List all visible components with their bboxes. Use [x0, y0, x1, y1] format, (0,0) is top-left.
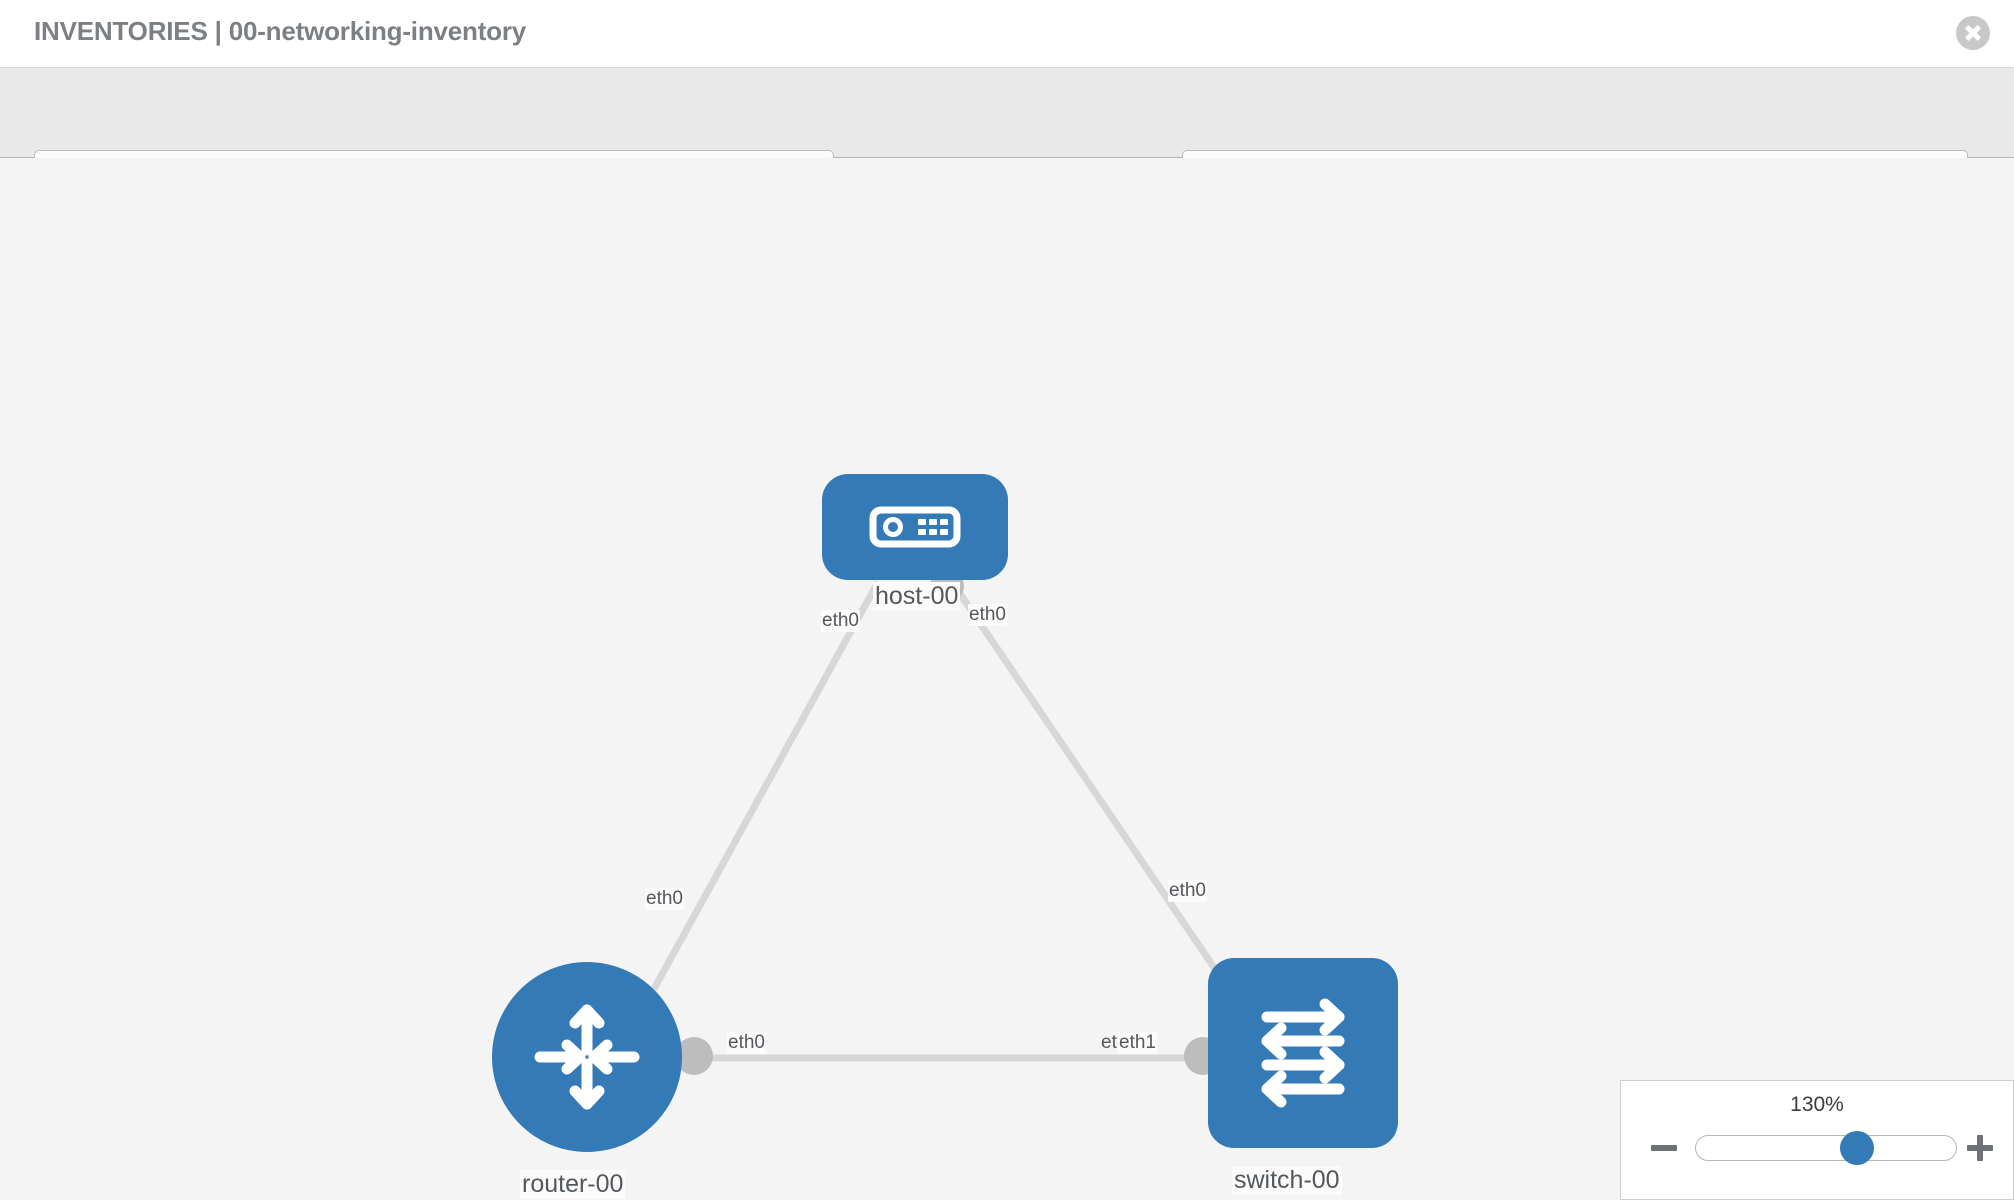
server-icon: [869, 506, 961, 548]
node-host-00-shape[interactable]: [822, 474, 1008, 580]
edge-host-switch[interactable]: [949, 580, 1235, 996]
topology-canvas[interactable]: host-00: [0, 158, 2014, 1200]
zoom-panel: 130%: [1620, 1080, 2014, 1200]
edge-label-switch-left: eth1: [1118, 1032, 1157, 1054]
edge-label-router-right: eth0: [727, 1032, 766, 1054]
node-switch-00-shape[interactable]: [1208, 958, 1398, 1148]
zoom-out-button[interactable]: [1649, 1133, 1679, 1163]
node-router-00-label: router-00: [520, 1170, 626, 1199]
switch-icon: [1261, 998, 1345, 1108]
zoom-slider-thumb[interactable]: [1840, 1131, 1875, 1165]
node-router-00-shape[interactable]: [492, 962, 682, 1152]
edge-label-host-left: eth0: [821, 610, 860, 632]
zoom-in-button[interactable]: [1965, 1133, 1995, 1163]
page-title: INVENTORIES | 00-networking-inventory: [34, 16, 527, 46]
zoom-level-value: 130%: [1790, 1093, 1844, 1116]
edge-label-router-up: eth0: [645, 888, 684, 910]
node-host-00-label: host-00: [873, 582, 961, 611]
topology-edges: [634, 569, 1262, 1075]
close-icon[interactable]: [1956, 16, 1990, 50]
page-header: INVENTORIES | 00-networking-inventory: [0, 0, 2014, 68]
router-icon: [534, 1004, 640, 1110]
nub-router-right: [675, 1037, 713, 1075]
plus-icon-v: [1977, 1135, 1983, 1161]
zoom-slider[interactable]: [1695, 1131, 1957, 1165]
node-switch-00-label: switch-00: [1232, 1166, 1342, 1195]
edge-label-switch-up: eth0: [1168, 880, 1207, 902]
edge-host-router[interactable]: [634, 580, 882, 1020]
minus-icon: [1651, 1145, 1677, 1151]
toolbar: ACTIONS SEARCH: [0, 68, 2014, 202]
edge-label-host-right: eth0: [968, 604, 1007, 626]
